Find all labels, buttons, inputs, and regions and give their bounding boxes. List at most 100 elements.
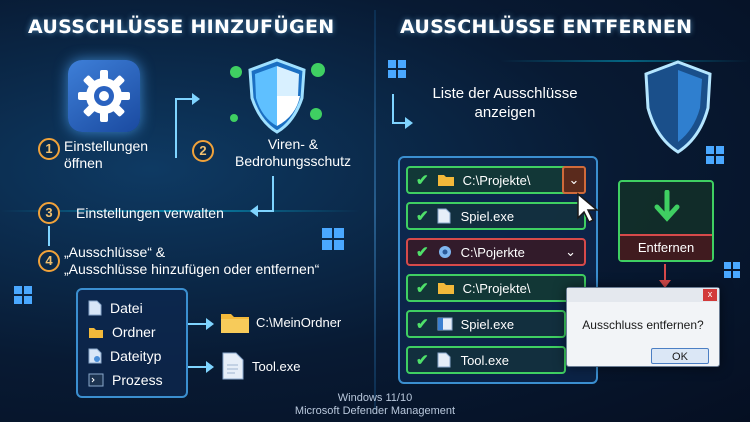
glow-line [500, 60, 750, 62]
list-label-line1: Liste der Ausschlüsse [432, 85, 578, 102]
check-icon: ✔ [416, 352, 429, 369]
connector-line [48, 226, 50, 246]
exe-icon [437, 317, 453, 331]
close-button[interactable]: x [703, 289, 717, 301]
check-icon: ✔ [416, 244, 429, 261]
file-icon [437, 352, 451, 368]
shield-virus-icon [230, 58, 325, 134]
step-2-label-line1: Viren- & [267, 136, 319, 152]
remove-button-label: Entfernen [620, 234, 712, 260]
list-label: Liste der Ausschlüsse anzeigen [420, 84, 590, 122]
step-3-label: Einstellungen verwalten [76, 205, 224, 221]
check-icon: ✔ [416, 280, 429, 297]
file-icon [88, 300, 102, 316]
left-title: AUSSCHLÜSSE HINZUFÜGEN [28, 16, 335, 38]
glow-line [0, 210, 360, 212]
connector-line [188, 323, 208, 325]
exclusion-item-6[interactable]: ✔ Tool.exe [406, 346, 566, 374]
example-folder-path: C:\MeinOrdner [256, 314, 342, 330]
folder-icon [89, 328, 103, 338]
type-label: Dateityp [110, 348, 162, 364]
terminal-icon [88, 373, 104, 387]
remove-button[interactable]: Entfernen [618, 180, 714, 262]
step-1-label: Einstellungen öffnen [64, 138, 149, 171]
gear-file-icon [438, 246, 451, 258]
exclusion-item-2[interactable]: ✔ Spiel.exe [406, 202, 586, 230]
step-4-label-line2: „Ausschlüsse hinzufügen oder entfernen“ [64, 261, 320, 277]
dialog-titlebar [567, 288, 719, 302]
example-file: Tool.exe [222, 352, 300, 380]
windows-logo-icon [724, 262, 740, 278]
folder-icon [437, 175, 454, 186]
step-4-label-line1: „Ausschlüsse“ & [64, 244, 166, 260]
exclusion-item-text: C:\Projekte\ [462, 280, 531, 296]
type-label: Prozess [112, 372, 163, 388]
arrow-down-icon [659, 280, 671, 288]
step-2-badge: 2 [192, 140, 214, 162]
footer-line2: Microsoft Defender Management [294, 405, 456, 417]
chevron-down-icon[interactable]: ⌄ [565, 244, 576, 259]
footer-line1: Windows 11/10 [337, 392, 413, 404]
check-icon: ✔ [416, 208, 429, 225]
arrow-right-icon [206, 361, 214, 373]
exclusion-item-4[interactable]: ✔ C:\Projekte\ [406, 274, 586, 302]
arrow-right-icon [192, 93, 200, 105]
exclusion-item-1[interactable]: ✔ C:\Projekte\ [406, 166, 586, 194]
exclusion-item-text: C:\Pojerkte [460, 244, 525, 260]
connector-line [392, 94, 394, 124]
shield-icon [644, 60, 712, 154]
connector-line [255, 210, 274, 212]
connector-line [272, 176, 274, 212]
folder-icon [221, 314, 249, 333]
right-title: AUSSCHLÜSSE ENTFERNEN [400, 16, 693, 38]
windows-logo-icon [14, 286, 32, 304]
connector-line [392, 122, 408, 124]
type-option-prozess[interactable]: Prozess [88, 372, 163, 388]
mouse-cursor-icon [577, 192, 600, 224]
check-icon: ✔ [416, 172, 429, 189]
type-option-ordner[interactable]: Ordner [88, 324, 156, 340]
exclusion-item-text: C:\Projekte\ [462, 172, 531, 188]
step-4-badge: 4 [38, 250, 60, 272]
windows-logo-icon [388, 60, 406, 78]
list-label-line2: anzeigen [474, 104, 536, 121]
arrow-down-icon [654, 190, 680, 222]
exclusion-item-3[interactable]: ✔ C:\Pojerkte ⌄ [406, 238, 586, 266]
exclusion-item-text: Spiel.exe [460, 208, 515, 224]
file-icon [222, 352, 244, 380]
step-2-label-line2: Bedrohungsschutz [235, 153, 351, 169]
step-4-label: „Ausschlüsse“ & „Ausschlüsse hinzufügen … [64, 244, 364, 278]
ok-button[interactable]: OK [651, 348, 709, 364]
exclusion-item-text: Tool.exe [460, 352, 509, 368]
type-label: Ordner [112, 324, 156, 340]
step-3-badge: 3 [38, 202, 60, 224]
footer-text: Windows 11/10 Microsoft Defender Managem… [270, 392, 480, 418]
arrow-right-icon [405, 117, 413, 129]
gear-icon [78, 70, 130, 122]
type-option-datei[interactable]: Datei [88, 300, 143, 316]
dialog-message: Ausschluss entfernen? [582, 318, 704, 332]
example-file-name: Tool.exe [252, 358, 301, 374]
type-option-dateityp[interactable]: Dateityp [88, 348, 161, 364]
settings-tile[interactable] [68, 60, 140, 132]
folder-icon [437, 283, 454, 294]
exclusion-type-menu: Datei Ordner Dateityp Prozess [76, 288, 188, 398]
connector-line [175, 98, 177, 158]
file-icon [437, 208, 451, 224]
step-2-label: Viren- & Bedrohungsschutz [228, 136, 358, 170]
windows-logo-icon [706, 146, 724, 164]
example-folder: C:\MeinOrdner [220, 310, 341, 334]
windows-logo-icon [322, 228, 344, 250]
exclusion-item-5[interactable]: ✔ Spiel.exe [406, 310, 566, 338]
section-divider [374, 10, 376, 410]
arrow-left-icon [250, 205, 258, 217]
exclusion-item-text: Spiel.exe [460, 316, 515, 332]
connector-line [664, 264, 666, 282]
step-1-badge: 1 [38, 138, 60, 160]
arrow-right-icon [206, 318, 214, 330]
file-type-icon [88, 348, 102, 364]
confirm-dialog: x Ausschluss entfernen? OK [566, 287, 720, 367]
type-label: Datei [110, 300, 143, 316]
chevron-down-icon[interactable]: ⌄ [562, 166, 586, 194]
check-icon: ✔ [416, 316, 429, 333]
